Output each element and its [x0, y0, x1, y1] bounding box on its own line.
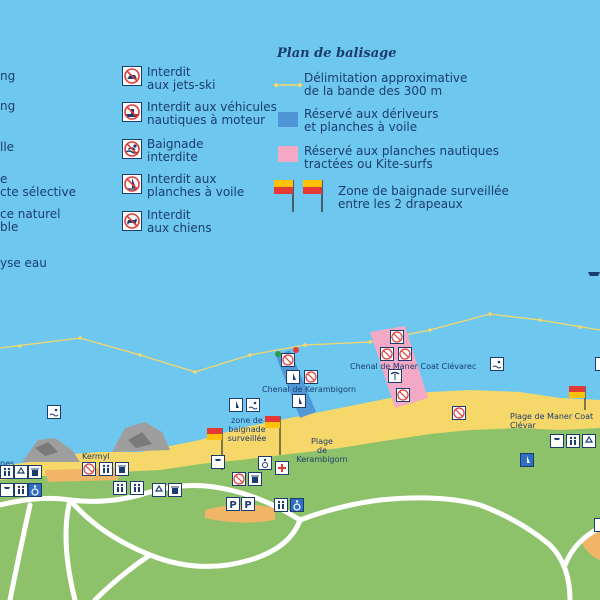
swimming-icon: [595, 357, 600, 371]
prohibition-label: Interdit aux planches à voile: [147, 172, 245, 199]
no-jetski-icon: [122, 66, 142, 86]
kitesurf-icon: [388, 369, 402, 383]
dinghy-zone-icon: [278, 112, 298, 127]
no-dogs-icon: [82, 462, 96, 476]
no-windsurf-icon: [452, 406, 466, 420]
wc-icon: [130, 481, 144, 495]
prohibition-label: Interdit aux véhicules nautiques à moteu…: [147, 100, 277, 127]
no-motorboat-icon: [396, 388, 410, 402]
recycling-icon: [152, 483, 166, 497]
svg-text:P: P: [229, 500, 236, 511]
sailing-club-icon: [520, 453, 534, 467]
recycling-icon: [582, 434, 596, 448]
legend-fragment: e: [0, 172, 8, 186]
limit-line-icon: [274, 83, 302, 87]
limit-line-dots: [18, 312, 582, 374]
svg-text:P: P: [244, 500, 251, 511]
no-dogs-icon: [122, 211, 142, 231]
beach-label-kerambigorn: Plage de Kerambigorn: [296, 437, 348, 464]
kitesurf-zone-icon: [278, 146, 298, 162]
prohibition-label: Interdit aux chiens: [147, 208, 212, 235]
rocks: [22, 422, 170, 462]
shower-icon: [550, 434, 564, 448]
legend-fragment: lle: [0, 140, 15, 154]
trash-icon: [248, 472, 262, 486]
roads: [0, 483, 600, 600]
no-motorboat-icon: [122, 102, 142, 122]
no-jetski-icon: [304, 370, 318, 384]
parking-icon: [594, 518, 600, 532]
channel-label-maner: Chenal de Maner Coat Clévarec: [350, 362, 477, 371]
first-aid-icon: [275, 461, 289, 475]
accessible-icon: [28, 483, 42, 497]
swimming-icon: [490, 357, 504, 371]
no-swimming-icon: [122, 139, 142, 159]
flag-maner: [569, 386, 586, 410]
no-swimming-icon: [390, 330, 404, 344]
boat-icon: [588, 272, 600, 276]
recycling-icon: [14, 465, 28, 479]
legend-fragment: ng: [0, 69, 16, 83]
beach-sand: [0, 390, 600, 482]
accessible-beach-icon: [258, 456, 272, 470]
channel-label-kerambigorn: Chenal de Kerambigorn: [262, 385, 357, 394]
parking-icon: P: [241, 497, 255, 511]
parking-icon: P: [226, 497, 240, 511]
wc-icon: [14, 483, 28, 497]
zone-label: Délimitation approximative de la bande d…: [304, 71, 468, 98]
wc-icon: [0, 465, 14, 479]
surveillance-zone-label: zone de baignade surveillée: [227, 416, 267, 443]
trash-icon: [28, 465, 42, 479]
zone-label: Réservé aux dériveurs et planches à voil…: [304, 107, 439, 134]
legend-fragment: ng: [0, 99, 16, 113]
no-swimming-icon: [281, 353, 295, 367]
legend-fragment: yse eau: [0, 256, 47, 270]
no-windsurf-icon: [380, 347, 394, 361]
wc-icon: [113, 481, 127, 495]
legend-fragment: ble: [0, 220, 19, 234]
beach-label-maner: Plage de Maner Coat Clévar: [510, 412, 594, 430]
no-windsurf-icon: [122, 174, 142, 194]
swimming-icon: [246, 398, 260, 412]
legend-fragment: cte sélective: [0, 185, 76, 199]
windsurf-icon: [292, 394, 306, 408]
legend-fragment: ce naturel: [0, 207, 61, 221]
prohibition-label: Interdit aux jets-ski: [147, 65, 216, 92]
wc-icon: [566, 434, 580, 448]
trash-icon: [168, 483, 182, 497]
zone-label: Réservé aux planches nautiques tractées …: [304, 144, 499, 171]
no-jetski-icon: [398, 347, 412, 361]
accessible-icon: [290, 498, 304, 512]
place-label-kermyl: Kermyl: [82, 452, 110, 461]
windsurf-icon: [286, 370, 300, 384]
red-buoy: [293, 347, 299, 353]
flag-pair-icon: [274, 180, 323, 212]
kitesurf-zone: [370, 326, 428, 408]
parking-area: [205, 504, 275, 523]
shower-icon: [0, 483, 14, 497]
swimming-icon: [47, 405, 61, 419]
dinghy-channel: [276, 350, 316, 418]
place-label-fragment: nes: [0, 459, 15, 468]
legend-title: Plan de balisage: [277, 46, 397, 61]
parking-area: [580, 526, 600, 560]
shower-icon: [211, 455, 225, 469]
zone-label: Zone de baignade surveillée entre les 2 …: [338, 184, 509, 211]
windsurf-icon: [229, 398, 243, 412]
flag-right: [265, 416, 281, 455]
wc-icon: [274, 498, 288, 512]
prohibition-label: Baignade interdite: [147, 137, 204, 164]
wc-icon: [99, 462, 113, 476]
green-buoy: [275, 351, 281, 357]
no-dogs-icon: [232, 472, 246, 486]
trash-icon: [115, 462, 129, 476]
